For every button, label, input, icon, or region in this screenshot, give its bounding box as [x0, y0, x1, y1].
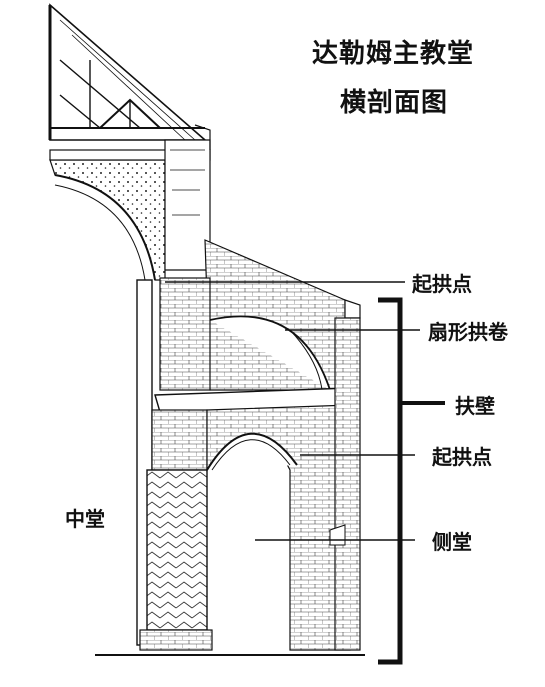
- diagram-title-line-2: 横剖面图: [340, 88, 449, 118]
- label-springing-lower: 起拱点: [432, 445, 492, 469]
- upper-aisle-roof: [154, 239, 361, 413]
- nave-vault: [49, 124, 211, 281]
- buttress-bracket: [378, 297, 445, 665]
- label-springing-upper: 起拱点: [412, 272, 472, 296]
- diagram-title-line-1: 达勒姆主教堂: [312, 39, 475, 69]
- label-nave: 中堂: [65, 507, 105, 531]
- label-buttress: 扶壁: [455, 394, 495, 418]
- aisle-structure: [206, 317, 361, 651]
- roof-truss: [48, 3, 208, 141]
- label-fan-vault: 扇形拱卷: [428, 320, 508, 344]
- label-aisle: 侧堂: [432, 530, 472, 554]
